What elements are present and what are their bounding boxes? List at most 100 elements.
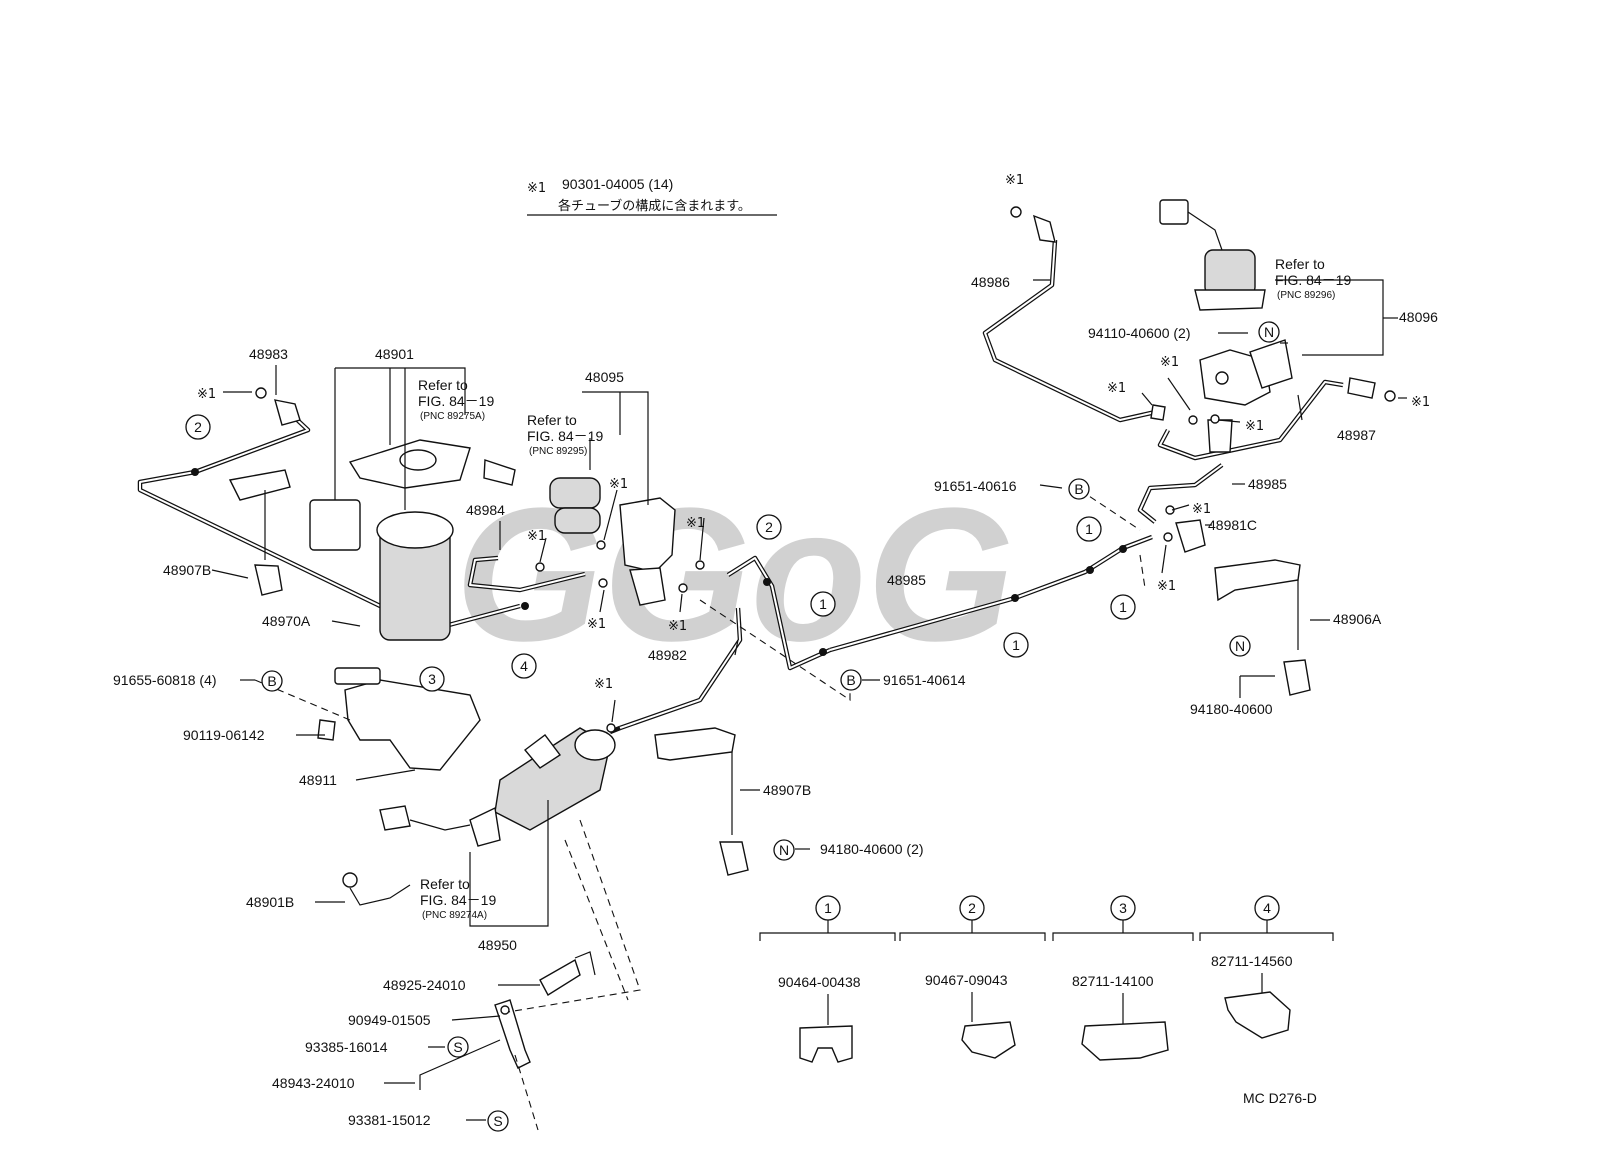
clamp-legend: 1 2 3 4 90464-00438 90467-09043 82711-14… (759, 895, 1334, 1063)
label-48987: 48987 (1337, 427, 1376, 443)
symbol-s-93381: S (493, 1113, 502, 1129)
label-48970a: 48970A (262, 613, 311, 629)
diagram-code: MC D276-D (1243, 1090, 1317, 1106)
refer-89274a-label: Refer to (420, 876, 470, 892)
refer-89275a-fig: FIG. 84－19 (418, 393, 494, 409)
label-48911: 48911 (299, 772, 337, 788)
clamp-ref-1-c: 1 (1085, 521, 1093, 537)
refer-89274a-fig: FIG. 84－19 (420, 892, 496, 908)
label-48982: 48982 (648, 647, 687, 663)
refer-89295-fig: FIG. 84－19 (527, 428, 603, 444)
label-48981c: 48981C (1208, 517, 1257, 533)
label-48906a: 48906A (1333, 611, 1382, 627)
note-text: 各チューブの構成に含まれます。 (558, 198, 751, 214)
label-48986: 48986 (971, 274, 1010, 290)
link-rod-48907b-center (654, 727, 749, 876)
label-48901: 48901 (375, 346, 414, 362)
mark-94110: ※1 (1160, 355, 1179, 370)
note-symbol: ※1 (527, 181, 546, 196)
label-90949: 90949-01505 (348, 1012, 431, 1028)
label-94110: 94110-40600 (2) (1088, 325, 1190, 341)
clamp-ref-2-center: 2 (765, 519, 773, 535)
refer-89296-fig: FIG. 84－19 (1275, 272, 1351, 288)
label-94180-b: 94180-40600 (2) (820, 841, 924, 857)
legend-num-1: 1 (824, 900, 832, 916)
label-48925: 48925-24010 (383, 977, 466, 993)
label-94180-a: 94180-40600 (1190, 701, 1273, 717)
refer-89275a-label: Refer to (418, 377, 468, 393)
mark-48984: ※1 (527, 529, 546, 544)
note-block: ※1 90301-04005 (14) 各チューブの構成に含まれます。 (527, 176, 777, 216)
label-91655: 91655-60818 (4) (113, 672, 217, 688)
mark-48982: ※1 (668, 619, 687, 634)
label-48984: 48984 (466, 502, 505, 518)
clamp-ref-2-left: 2 (194, 419, 202, 435)
symbol-b-40616: B (1074, 481, 1083, 497)
clamp-ref-1-d: 1 (1119, 599, 1127, 615)
mark-2: ※1 (686, 516, 705, 531)
refer-89295-label: Refer to (527, 412, 577, 428)
label-48943: 48943-24010 (272, 1075, 355, 1091)
height-control-sensor-48096 (1159, 199, 1293, 453)
link-rod-48906a (1214, 559, 1311, 696)
clamp-ref-4: 4 (520, 658, 528, 674)
label-48095: 48095 (585, 369, 624, 385)
label-48950: 48950 (478, 937, 517, 953)
refer-89296-label: Refer to (1275, 256, 1325, 272)
symbol-n-94180-b: N (779, 842, 789, 858)
main-pipes (137, 239, 1344, 735)
label-91651-40614: 91651-40614 (883, 672, 966, 688)
refer-89274a-pnc: (PNC 89274A) (422, 910, 487, 921)
mark-48986-end: ※1 (1107, 381, 1126, 396)
legend-num-2: 2 (968, 900, 976, 916)
label-91651-40616: 91651-40616 (934, 478, 1017, 494)
refer-89296-pnc: (PNC 89296) (1277, 290, 1335, 301)
clamp-ref-1-b: 1 (1012, 637, 1020, 653)
label-48901b: 48901B (246, 894, 294, 910)
link-rod-48907b-left (228, 469, 291, 596)
mark-48950: ※1 (594, 677, 613, 692)
mark-center: ※1 (1245, 419, 1264, 434)
label-48985-top: 48985 (1248, 476, 1287, 492)
label-93385: 93385-16014 (305, 1039, 388, 1055)
label-48983: 48983 (249, 346, 288, 362)
symbol-b-40614: B (846, 672, 855, 688)
legend-part-3: 82711-14100 (1072, 973, 1154, 989)
mark-48986: ※1 (1005, 173, 1024, 188)
fittings (255, 206, 1396, 733)
legend-num-4: 4 (1263, 900, 1271, 916)
symbol-s-93385: S (453, 1039, 462, 1055)
refer-89275a-pnc: (PNC 89275A) (420, 411, 485, 422)
solenoid-48095 (549, 477, 676, 606)
label-48985-center: 48985 (887, 572, 926, 588)
mark-48981c: ※1 (1192, 502, 1211, 517)
leader-lines (211, 279, 1407, 1121)
clamp-ref-3: 3 (428, 671, 436, 687)
note-part: 90301-04005 (14) (562, 176, 673, 192)
symbol-b-91655: B (267, 673, 276, 689)
symbol-n-94110: N (1264, 324, 1274, 340)
mark-48095: ※1 (609, 477, 628, 492)
label-48907b-center: 48907B (763, 782, 811, 798)
label-93381: 93381-15012 (348, 1112, 431, 1128)
legend-part-2: 90467-09043 (925, 972, 1008, 988)
mark-under-48095: ※1 (587, 617, 606, 632)
mark-48983: ※1 (197, 387, 216, 402)
label-48907b-left: 48907B (163, 562, 211, 578)
label-48096: 48096 (1399, 309, 1438, 325)
bracket-48911 (317, 667, 481, 771)
part-labels: ※1 48986 Refer to FIG. 84－19 (PNC 89296)… (113, 173, 1438, 1128)
label-90119: 90119-06142 (183, 727, 265, 743)
accumulator-48950 (342, 727, 616, 906)
mark-48987: ※1 (1411, 395, 1430, 410)
mark-lower: ※1 (1157, 579, 1176, 594)
refer-89295-pnc: (PNC 89295) (529, 446, 587, 457)
circled-symbols: N N N B B B S S 2 3 4 2 1 1 1 1 (185, 321, 1280, 1132)
symbol-n-94180-a: N (1235, 638, 1245, 654)
legend-part-1: 90464-00438 (778, 974, 861, 990)
legend-part-4: 82711-14560 (1211, 953, 1293, 969)
clamp-ref-1-a: 1 (819, 596, 827, 612)
legend-num-3: 3 (1119, 900, 1127, 916)
hoses (419, 951, 596, 1090)
